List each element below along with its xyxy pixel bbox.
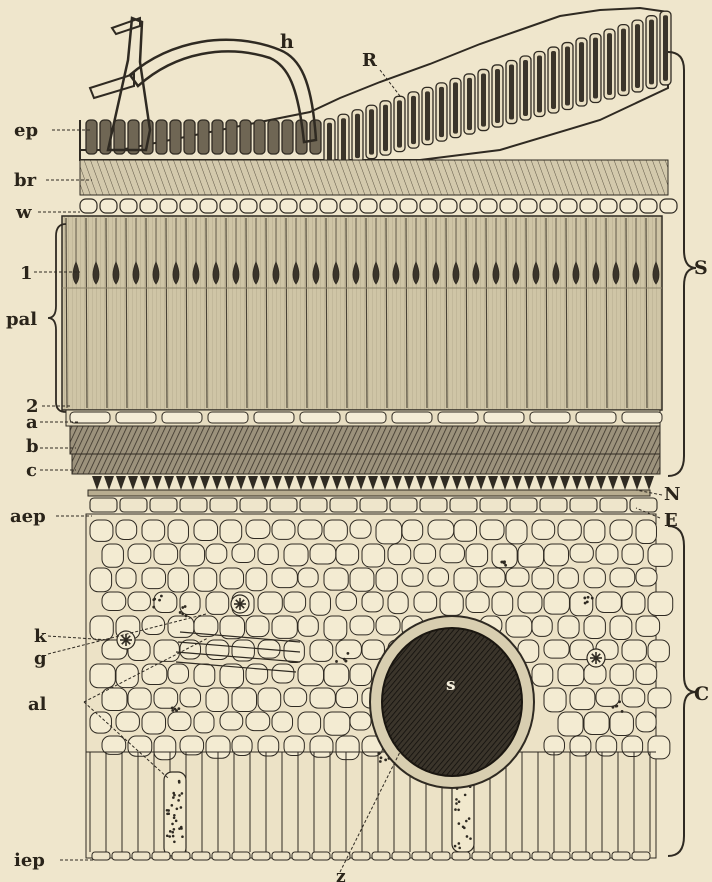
br-layer (80, 160, 668, 195)
label-iep: iep (14, 850, 45, 871)
label-n: N (664, 484, 680, 505)
label-s: s (446, 675, 456, 695)
s-bracket (668, 52, 696, 476)
label-a: a (26, 412, 38, 433)
label-e: E (664, 510, 678, 531)
label-ep: ep (14, 120, 38, 141)
a-layer (66, 410, 662, 426)
label-b: b (26, 436, 39, 457)
c-bracket (668, 526, 696, 856)
b-layer (70, 426, 660, 454)
label-pal: pal (6, 309, 37, 330)
epidermis-palisade-cells (86, 11, 671, 169)
epidermis-layer (80, 8, 671, 169)
c-layer (72, 454, 660, 474)
label-c-bracket: C (694, 683, 709, 705)
label-w: w (15, 202, 32, 223)
cotyledon-parenchyma (86, 514, 673, 860)
label-h: h (280, 31, 294, 53)
label-al: al (28, 694, 47, 715)
label-1: 1 (20, 263, 33, 284)
label-k: k (34, 626, 47, 647)
label-c: c (26, 460, 37, 481)
label-z: z (336, 867, 346, 882)
label-s-bracket: S (694, 257, 708, 279)
w-cell-row (80, 199, 677, 213)
label-aep: aep (10, 506, 46, 527)
e-cell-row (90, 498, 657, 512)
label-br: br (14, 170, 37, 191)
palisade-layer (62, 216, 662, 410)
n-tooth-layer (88, 476, 654, 496)
label-g: g (34, 648, 47, 669)
label-r: R (362, 50, 378, 71)
